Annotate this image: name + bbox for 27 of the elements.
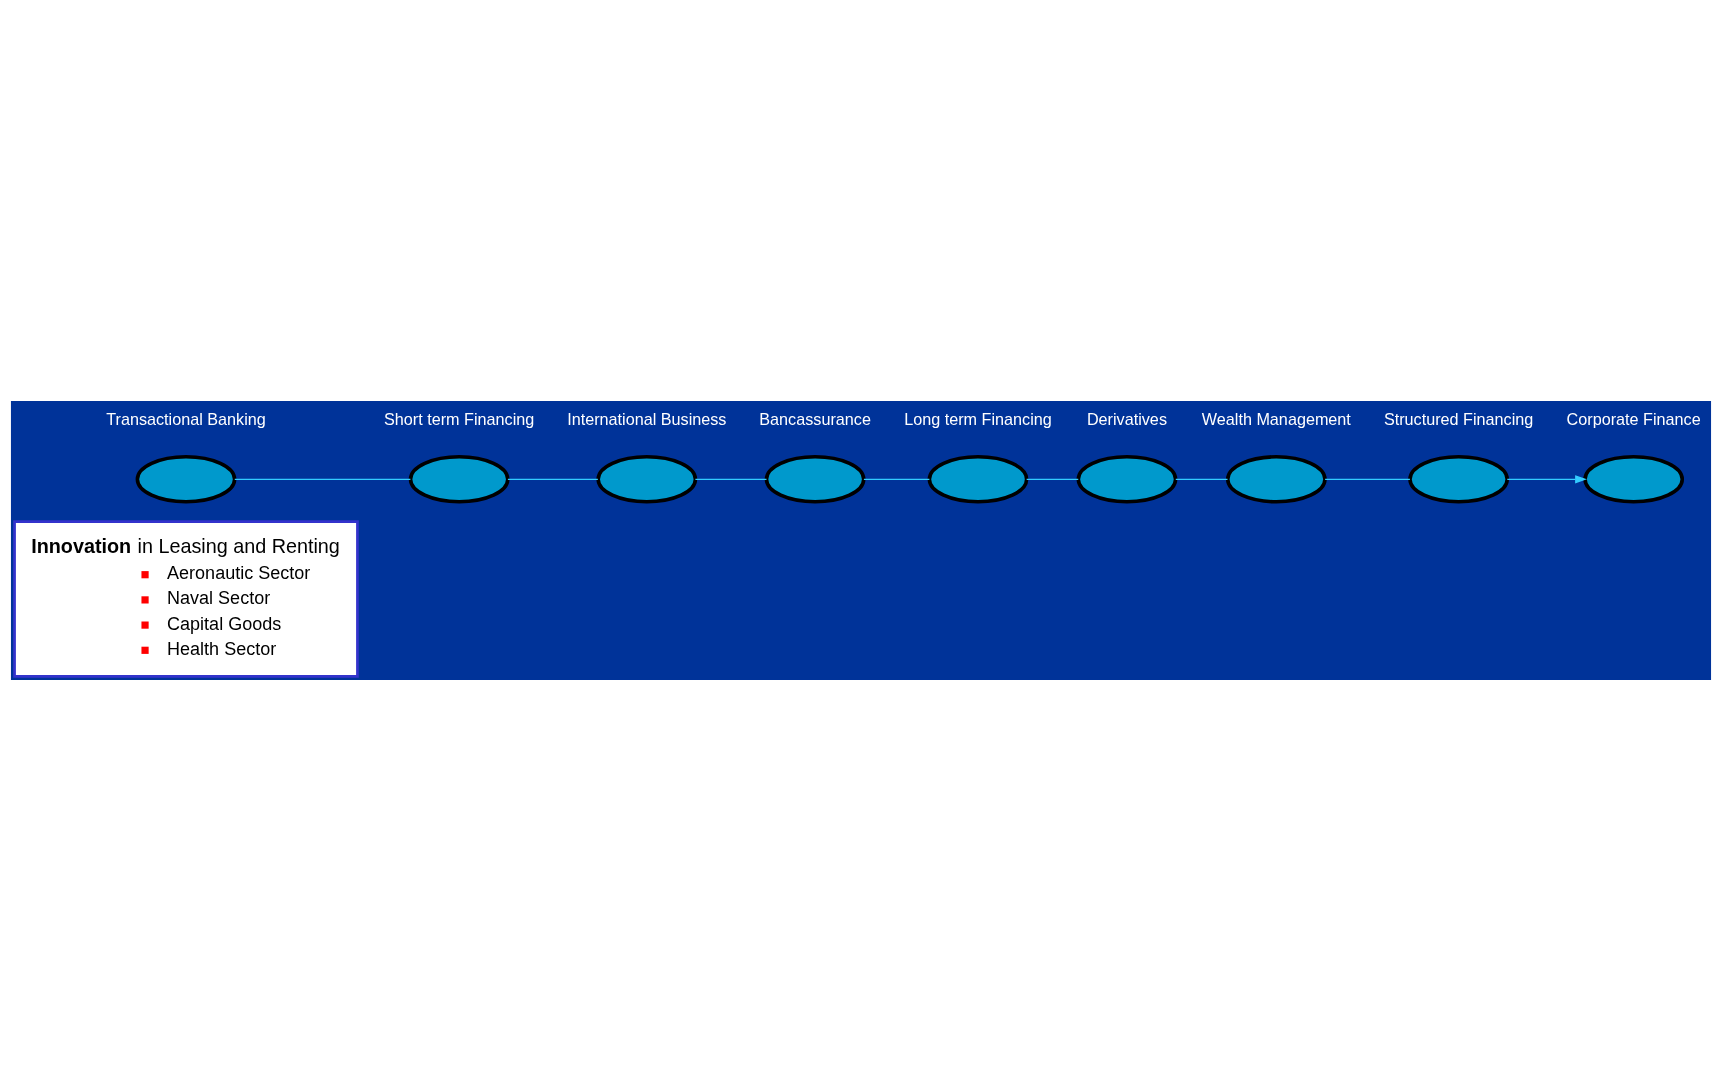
connector (863, 478, 931, 480)
connector (1175, 478, 1229, 480)
connector (234, 478, 412, 480)
node-label: Transactional Banking (106, 409, 266, 428)
node-label: International Business (567, 409, 727, 428)
node-ellipse (1076, 454, 1178, 504)
node-label: Derivatives (1086, 409, 1167, 428)
node-ellipse (927, 454, 1029, 504)
node-ellipse (764, 454, 866, 504)
node-label: Bancassurance (759, 409, 871, 428)
connector (1026, 478, 1079, 480)
node-ellipse (408, 454, 510, 504)
arrow (1506, 474, 1587, 483)
node-ellipse (135, 454, 237, 504)
node-ellipse (1583, 454, 1685, 504)
node-label: Structured Financing (1383, 409, 1534, 428)
connector (1324, 478, 1411, 480)
node-ellipse (1408, 454, 1509, 504)
node-label: Long term Financing (904, 409, 1052, 428)
node-ellipse (596, 454, 698, 504)
node-label: Wealth Management (1201, 409, 1351, 428)
node-box: Innovation in Leasing and Renting Aeronautic Sector Naval Sector Capital Goods Health Sector (13, 519, 359, 678)
node-ellipse (1225, 454, 1327, 504)
connector (694, 478, 768, 480)
node-label: Short term Financing (384, 409, 535, 428)
connector (507, 478, 599, 480)
node-label: Corporate Finance (1566, 409, 1701, 428)
